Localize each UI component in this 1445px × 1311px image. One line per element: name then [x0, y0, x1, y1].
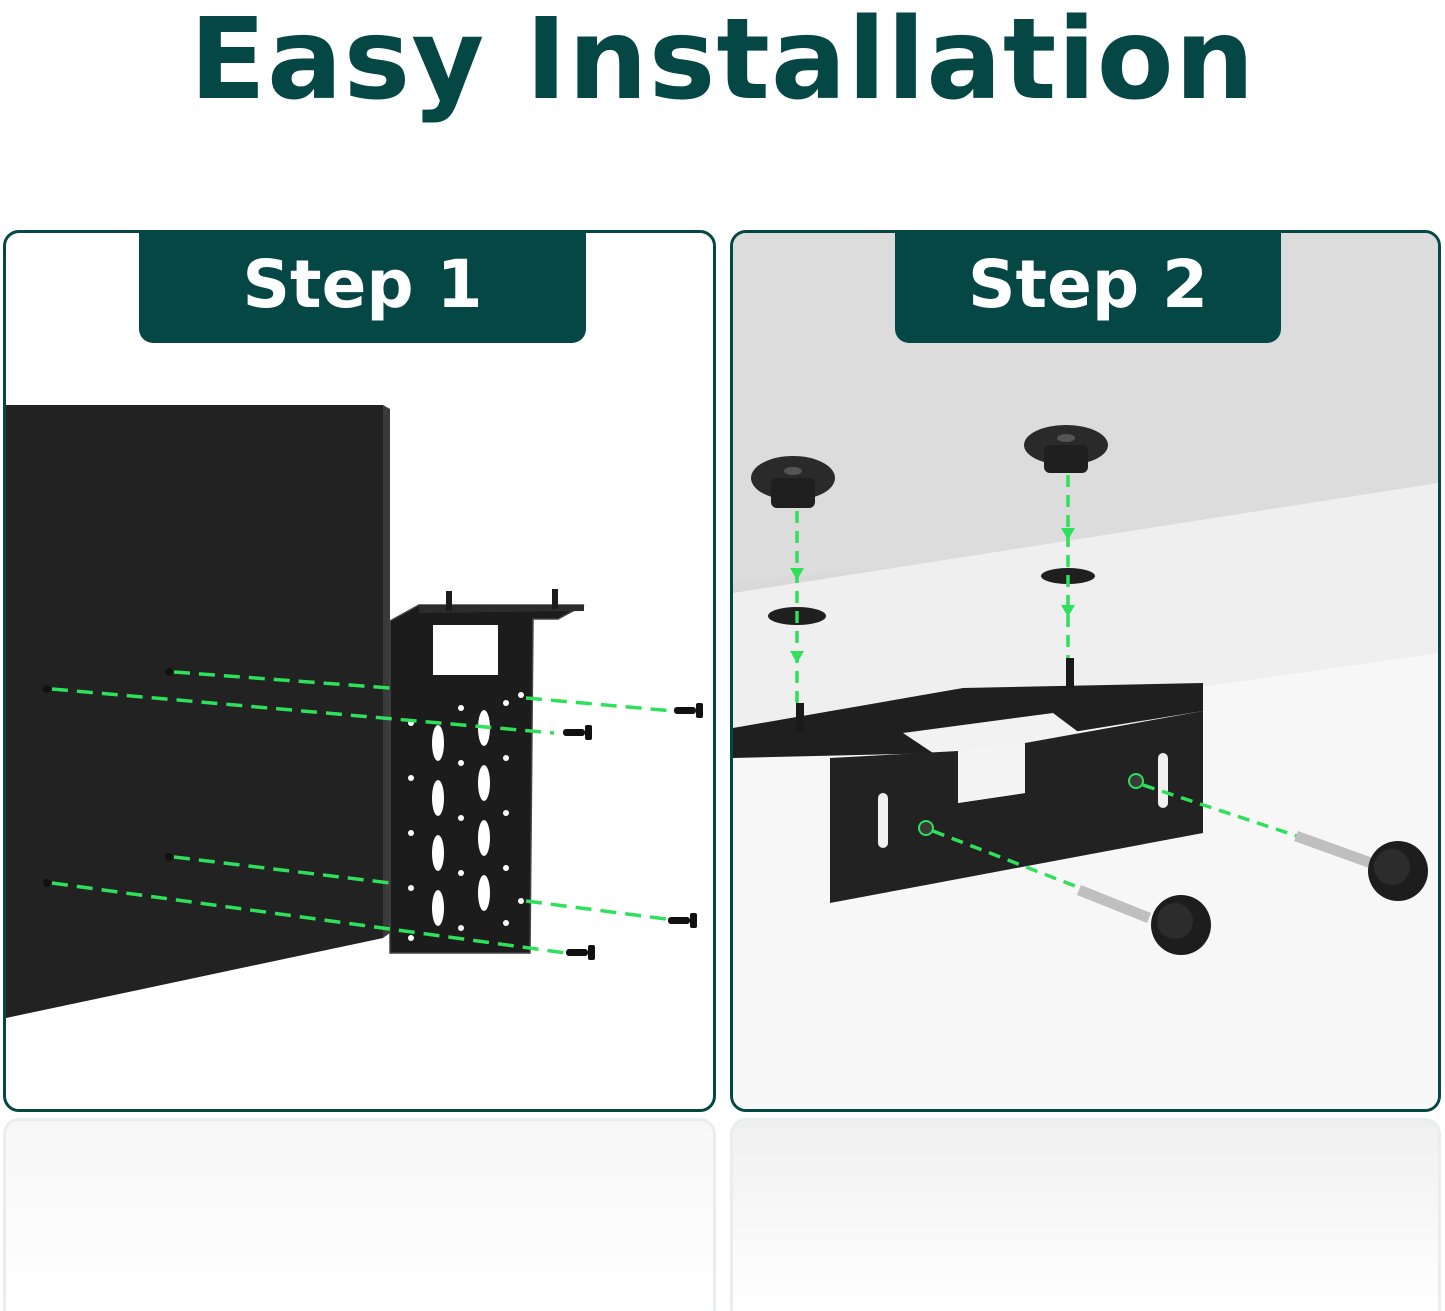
step-1-illustration: [6, 405, 703, 1018]
step-1-reflection: [3, 1118, 716, 1311]
knob-bolt-icon: [1294, 831, 1428, 901]
guide-lines: [795, 475, 1304, 895]
desk-top: [733, 483, 1438, 753]
step-2-reflection: [730, 1118, 1441, 1311]
page-title: Easy Installation: [189, 0, 1256, 125]
step-2-panel: Step 2: [730, 230, 1441, 1112]
step-1-badge: Step 1: [139, 233, 586, 343]
step-2-illustration: [733, 233, 1438, 1109]
step-2-badge: Step 2: [895, 233, 1281, 343]
guide-lines: [51, 670, 675, 955]
mount-hole: [165, 668, 173, 676]
screw-icon: [563, 725, 592, 740]
mount-hole: [43, 685, 51, 693]
screw-icon: [668, 913, 697, 928]
screw-icon: [674, 703, 703, 718]
knob-icon: [1024, 425, 1108, 473]
knob-icon: [751, 456, 835, 508]
bracket-illustration: [733, 683, 1203, 903]
step-1-panel: Step 1: [3, 230, 716, 1112]
monitor-back-panel: [6, 405, 383, 1018]
screw-icon: [566, 945, 595, 960]
bracket-illustration: [389, 589, 585, 954]
knob-bolt-icon: [1077, 885, 1211, 955]
mount-hole: [165, 853, 173, 861]
mount-hole: [43, 879, 51, 887]
